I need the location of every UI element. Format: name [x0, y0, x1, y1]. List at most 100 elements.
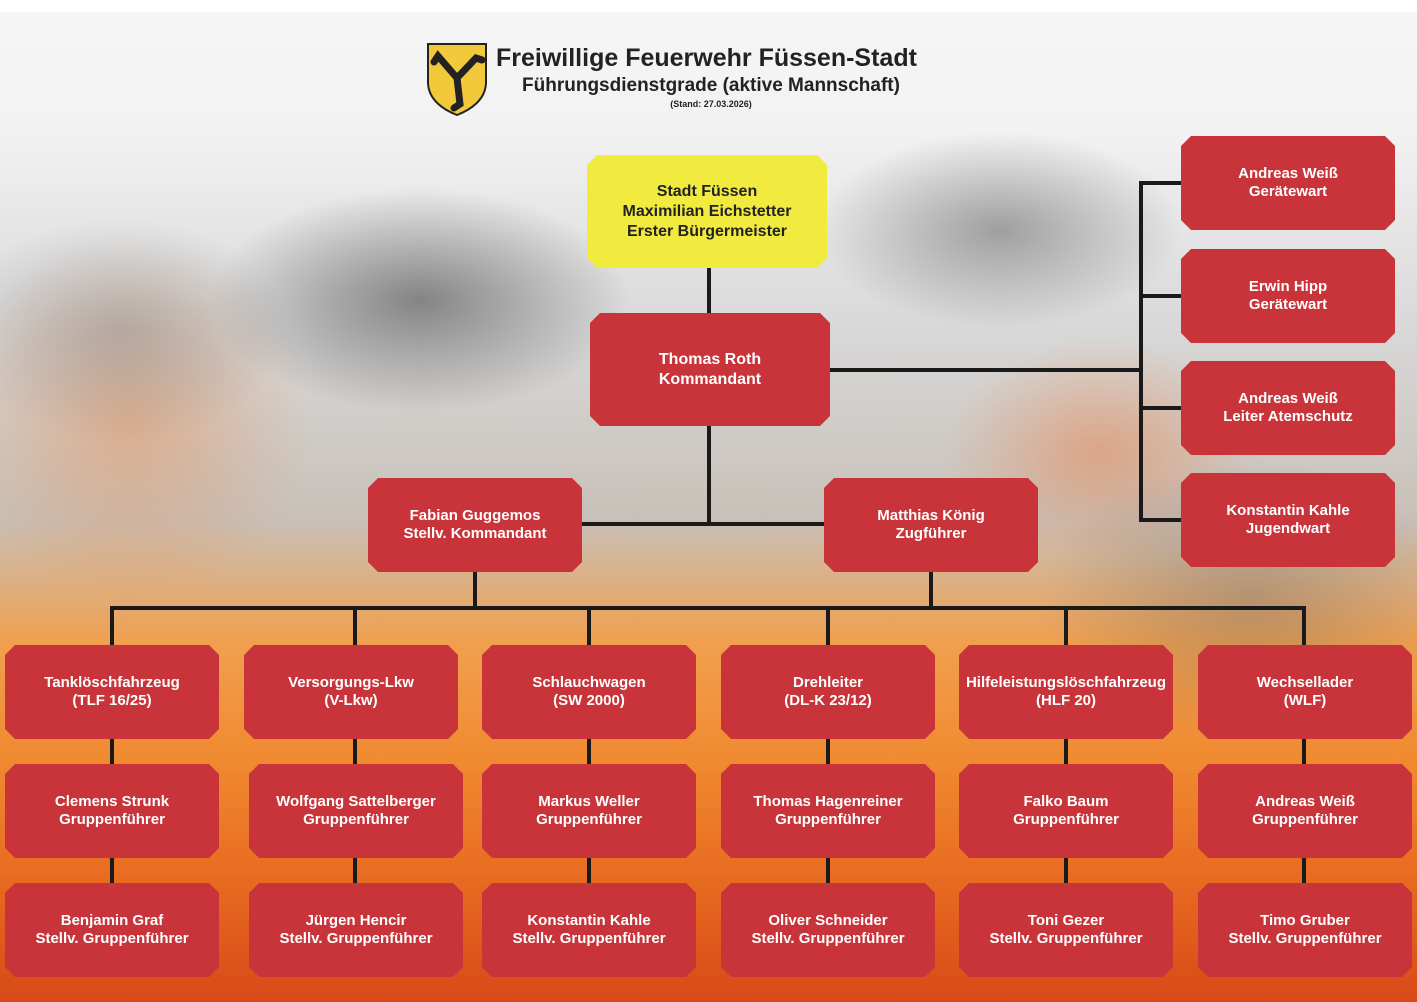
deputy-name: Fabian Guggemos	[409, 507, 541, 524]
vehicle-box: Schlauchwagen(SW 2000)	[482, 645, 696, 739]
connector-line	[110, 606, 1306, 610]
vehicle-label: Wechsellader	[1256, 674, 1354, 691]
date-stamp: (Stand: 27.03.2026)	[670, 99, 752, 109]
connector-line	[110, 606, 114, 916]
vehicle-label: Versorgungs-Lkw	[288, 674, 414, 691]
vehicle-role: (HLF 20)	[1036, 692, 1096, 709]
vehicle-role: (V-Lkw)	[324, 692, 378, 709]
connector-line	[1139, 181, 1143, 522]
connector-line	[707, 426, 711, 526]
connector-line	[582, 522, 824, 526]
deputy-group-leader-label: Benjamin Graf	[60, 912, 164, 929]
vehicle-label: Schlauchwagen	[532, 674, 646, 691]
group-leader-label: Thomas Hagenreiner	[753, 793, 903, 810]
vehicle-label: Drehleiter	[792, 674, 864, 691]
staff-role: Leiter Atemschutz	[1223, 408, 1353, 425]
deputy-group-leader-role: Stellv. Gruppenführer	[35, 930, 189, 947]
group-leader-label: Falko Baum	[1023, 793, 1109, 810]
group-leader-role: Gruppenführer	[1013, 811, 1119, 828]
connector-line	[929, 572, 933, 610]
connector-line	[587, 606, 591, 916]
connector-line	[473, 572, 477, 610]
top-strip	[0, 0, 1417, 12]
vehicle-box: Hilfeleistungslöschfahrzeug(HLF 20)	[959, 645, 1173, 739]
connector-line	[353, 606, 357, 916]
staff-name: Andreas Weiß	[1238, 390, 1338, 407]
mayor-role: Erster Bürgermeister	[626, 222, 788, 240]
platoon-role: Zugführer	[895, 525, 967, 542]
deputy-group-leader-role: Stellv. Gruppenführer	[512, 930, 666, 947]
connector-line	[1139, 518, 1181, 522]
coat-of-arms-logo	[427, 43, 487, 116]
platoon-leader-box: Matthias König Zugführer	[824, 478, 1038, 572]
vehicle-box: Wechsellader(WLF)	[1198, 645, 1412, 739]
deputy-commander-box: Fabian Guggemos Stellv. Kommandant	[368, 478, 582, 572]
deputy-group-leader-label: Jürgen Hencir	[305, 912, 407, 929]
group-leader-label: Clemens Strunk	[54, 793, 170, 810]
header: Freiwillige Feuerwehr Füssen-Stadt Führu…	[496, 44, 926, 109]
vehicle-role: (SW 2000)	[553, 692, 625, 709]
connector-line	[826, 606, 830, 916]
staff-role: Gerätewart	[1248, 183, 1328, 200]
platoon-name: Matthias König	[877, 507, 985, 524]
group-leader-role: Gruppenführer	[775, 811, 881, 828]
group-leader-role: Gruppenführer	[1252, 811, 1358, 828]
mayor-org: Stadt Füssen	[656, 182, 758, 200]
group-leader-label: Wolfgang Sattelberger	[276, 793, 436, 810]
group-leader-label: Andreas Weiß	[1255, 793, 1355, 810]
vehicle-role: (TLF 16/25)	[72, 692, 152, 709]
deputy-group-leader-role: Stellv. Gruppenführer	[279, 930, 433, 947]
vehicle-role: (DL-K 23/12)	[784, 692, 872, 709]
vehicle-label: Tanklöschfahrzeug	[44, 674, 180, 691]
deputy-group-leader-label: Toni Gezer	[1027, 912, 1105, 929]
connector-line	[1139, 406, 1181, 410]
staff-name: Konstantin Kahle	[1226, 502, 1350, 519]
staff-role: Jugendwart	[1245, 520, 1331, 537]
deputy-role: Stellv. Kommandant	[403, 525, 547, 542]
connector-line	[830, 368, 1142, 372]
vehicle-role: (WLF)	[1283, 692, 1327, 709]
vehicle-box: Drehleiter(DL-K 23/12)	[721, 645, 935, 739]
deputy-group-leader-role: Stellv. Gruppenführer	[751, 930, 905, 947]
deputy-group-leader-label: Oliver Schneider	[768, 912, 888, 929]
vehicle-box: Versorgungs-Lkw(V-Lkw)	[244, 645, 458, 739]
subtitle: Führungsdienstgrade (aktive Mannschaft)	[522, 75, 900, 96]
staff-name: Andreas Weiß	[1238, 165, 1338, 182]
connector-line	[1139, 294, 1181, 298]
deputy-group-leader-label: Konstantin Kahle	[527, 912, 651, 929]
connector-line	[707, 268, 711, 314]
vehicle-box: Tanklöschfahrzeug(TLF 16/25)	[5, 645, 219, 739]
mayor-name: Maximilian Eichstetter	[622, 202, 792, 220]
deputy-group-leader-label: Timo Gruber	[1260, 912, 1350, 929]
vehicle-label: Hilfeleistungslöschfahrzeug	[965, 674, 1167, 691]
mayor-box: Stadt Füssen Maximilian Eichstetter Erst…	[587, 155, 827, 268]
connector-line	[1302, 606, 1306, 916]
group-leader-role: Gruppenführer	[536, 811, 642, 828]
deputy-group-leader-role: Stellv. Gruppenführer	[1228, 930, 1382, 947]
commander-box: Thomas Roth Kommandant	[590, 313, 830, 426]
group-leader-role: Gruppenführer	[59, 811, 165, 828]
title: Freiwillige Feuerwehr Füssen-Stadt	[496, 44, 917, 72]
commander-name: Thomas Roth	[658, 350, 762, 368]
group-leader-role: Gruppenführer	[303, 811, 409, 828]
group-leader-label: Markus Weller	[538, 793, 640, 810]
commander-role: Kommandant	[658, 370, 762, 388]
staff-role: Gerätewart	[1248, 296, 1328, 313]
staff-name: Erwin Hipp	[1248, 278, 1328, 295]
